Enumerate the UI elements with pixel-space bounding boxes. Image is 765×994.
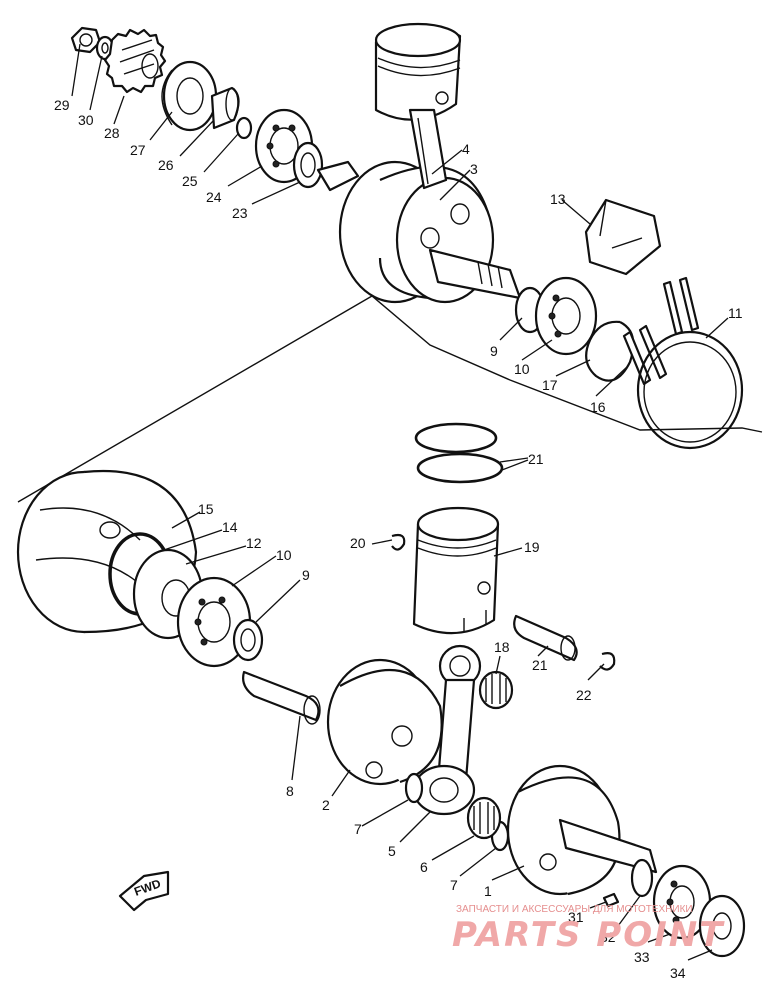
part-22-piston-rings	[414, 422, 504, 484]
part-6-big-end-bearing	[466, 796, 502, 840]
callout-19: 19	[524, 539, 540, 555]
callout-25: 33	[634, 949, 650, 965]
lower-assembly: FWD	[16, 422, 746, 958]
callout-labels: 29 30 28 27 26 25 24 23 4 3 13 11 9 10 1…	[54, 97, 743, 981]
part-24-washer	[630, 858, 654, 898]
callout-26: 34	[670, 965, 686, 981]
part-8-crank-pin	[242, 670, 321, 725]
part-18-small-end-bearing	[478, 670, 514, 710]
part-5-connecting-rod	[412, 644, 482, 816]
callout-9-upper: 9	[490, 343, 498, 359]
part-4-piston-rod	[374, 22, 462, 190]
callout-10-upper: 10	[514, 361, 530, 377]
callout-20: 21	[532, 657, 548, 673]
callout-32: 28	[104, 125, 120, 141]
callout-7-a: 7	[354, 821, 362, 837]
callout-13: 15	[198, 501, 214, 517]
part-19-piston	[412, 506, 500, 635]
fwd-arrow: FWD	[118, 870, 170, 912]
part-16-bracket	[584, 198, 662, 276]
part-14-clamp-ring	[636, 276, 744, 450]
part-10-upper-bearing	[534, 276, 598, 356]
part-25-bearing	[652, 864, 712, 940]
part-21-clip-upper	[391, 533, 406, 551]
callout-24: 32	[600, 929, 616, 945]
upper-assembly	[17, 22, 763, 503]
callout-29: 25	[182, 173, 198, 189]
callout-17: 17	[542, 377, 558, 393]
callout-8: 8	[286, 783, 294, 799]
part-1-crank-wheel-right	[506, 764, 658, 896]
callout-4: 4	[462, 141, 470, 157]
part-23-woodruff-key	[602, 892, 620, 908]
callout-10-lower: 10	[276, 547, 292, 563]
callout-28: 24	[206, 189, 222, 205]
watermark: ЗАПЧАСТИ И АКСЕССУАРЫ ДЛЯ МОТОТЕХНИКИ PA…	[452, 904, 725, 955]
callout-18: 18	[494, 639, 510, 655]
watermark-tagline: ЗАПЧАСТИ И АКСЕССУАРЫ ДЛЯ МОТОТЕХНИКИ	[456, 904, 693, 915]
callout-33: 29	[54, 97, 70, 113]
part-26-oil-seal	[698, 894, 746, 958]
leader-lines	[71, 43, 729, 961]
part-21-clip-lower	[599, 652, 616, 671]
callout-15: 16	[590, 399, 606, 415]
part-29-o-ring	[235, 116, 253, 140]
callout-3: 3	[470, 161, 478, 177]
callout-12: 14	[222, 519, 238, 535]
callout-11: 12	[246, 535, 262, 551]
callout-34: 30	[78, 112, 94, 128]
part-20-piston-pin	[513, 614, 578, 662]
callout-23: 31	[568, 909, 584, 925]
callout-7-b: 7	[450, 877, 458, 893]
part-33-nut	[70, 26, 102, 54]
part-31-drive-hub	[161, 60, 218, 132]
callout-27: 23	[232, 205, 248, 221]
callout-1: 1	[484, 883, 492, 899]
part-32-primary-gear	[103, 28, 167, 94]
callout-21-upper: 20	[350, 535, 366, 551]
part-7-washer-a	[404, 772, 424, 804]
part-3-crankshaft-assembly	[316, 160, 522, 304]
part-9-lower-washer	[232, 618, 264, 662]
part-30-spacer	[210, 86, 240, 130]
watermark-brand: PARTS POINT	[452, 915, 725, 955]
part-2-crank-wheel-left	[326, 658, 443, 786]
callout-30: 26	[158, 157, 174, 173]
callout-2: 2	[322, 797, 330, 813]
callout-21-lower: 22	[576, 687, 592, 703]
callout-5: 5	[388, 843, 396, 859]
callout-14: 11	[728, 305, 743, 321]
callout-6: 6	[420, 859, 428, 875]
callout-9-lower: 9	[302, 567, 310, 583]
part-27-oil-seal	[292, 141, 324, 189]
callout-22: 21	[528, 451, 544, 467]
callout-31: 27	[130, 142, 146, 158]
callout-16: 13	[550, 191, 566, 207]
